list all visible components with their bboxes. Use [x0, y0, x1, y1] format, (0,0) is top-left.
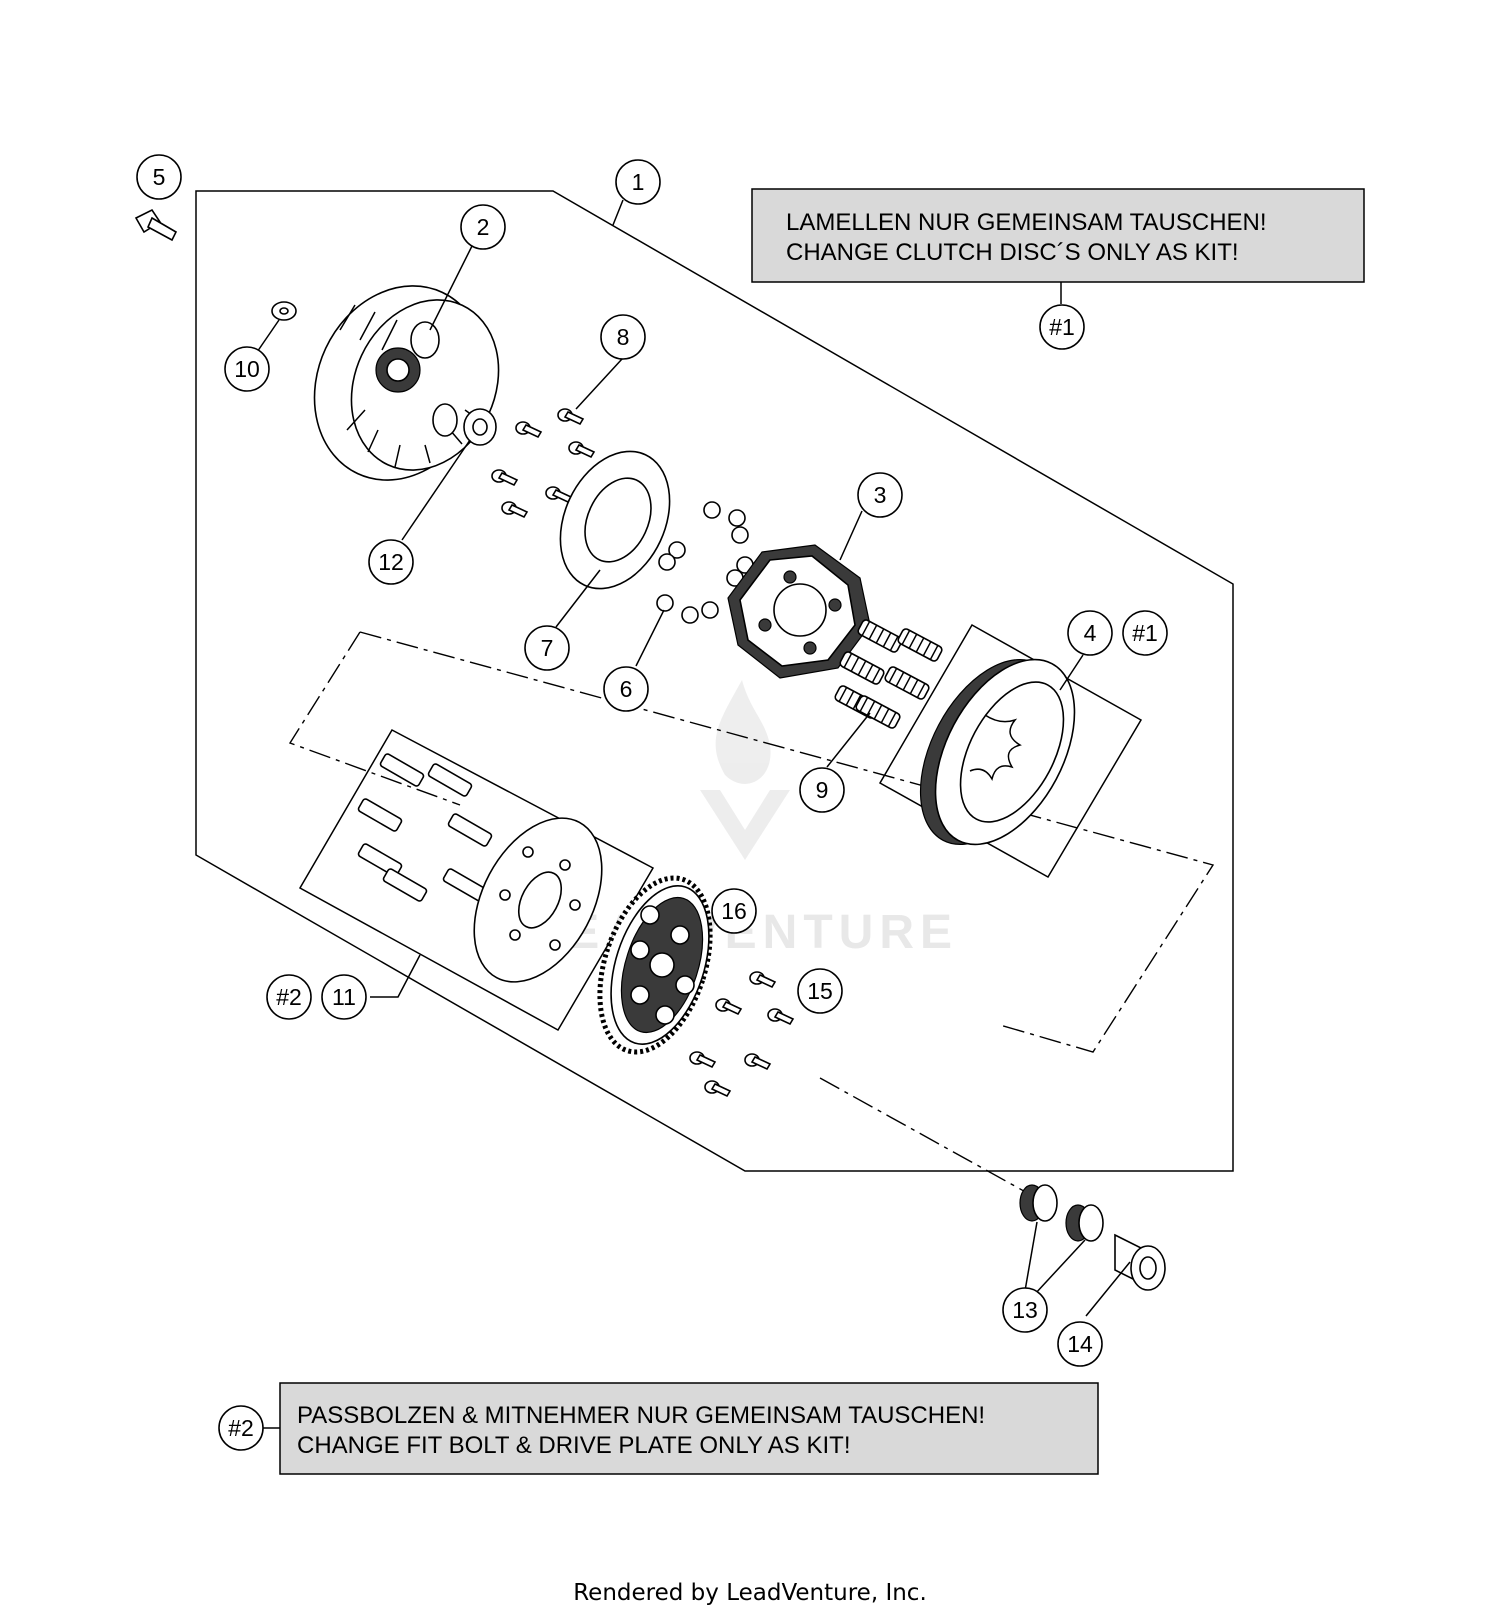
- svg-text:10: 10: [234, 356, 260, 382]
- callout-kit2-ref[interactable]: #2: [218, 1405, 264, 1451]
- flame-icon: [715, 680, 771, 784]
- svg-text:14: 14: [1067, 1331, 1093, 1357]
- axis-dashline: [819, 1077, 1041, 1201]
- svg-text:11: 11: [332, 984, 356, 1010]
- kit-2-note-line1: PASSBOLZEN & MITNEHMER NUR GEMEINSAM TAU…: [297, 1402, 985, 1429]
- svg-text:15: 15: [807, 978, 833, 1004]
- balls-part-6: [656, 501, 754, 624]
- svg-text:2: 2: [477, 214, 490, 240]
- fit-bolts-part-11: [357, 753, 493, 902]
- callout-6[interactable]: 6: [603, 666, 649, 712]
- clutch-discs-part-4: [919, 658, 1076, 846]
- clutch-basket-part-2: [313, 285, 500, 481]
- svg-text:6: 6: [620, 676, 633, 702]
- callout-12[interactable]: 12: [368, 539, 414, 585]
- assembly-dashline-left: [288, 631, 461, 806]
- callout-5[interactable]: 5: [136, 154, 182, 200]
- callout-14[interactable]: 14: [1057, 1321, 1103, 1367]
- springs-part-9: [834, 619, 943, 729]
- kit-4-outline: [878, 623, 1143, 879]
- svg-text:7: 7: [541, 635, 554, 661]
- callout-1[interactable]: 1: [615, 159, 661, 205]
- bearings-part-13: [1019, 1184, 1104, 1242]
- svg-text:#1: #1: [1132, 620, 1158, 646]
- callout-3[interactable]: 3: [857, 472, 903, 518]
- bolt-part-5: [134, 208, 178, 242]
- svg-text:13: 13: [1012, 1297, 1038, 1323]
- callout-11[interactable]: 11: [321, 974, 367, 1020]
- kit-1-note: LAMELLEN NUR GEMEINSAM TAUSCHEN! CHANGE …: [751, 188, 1365, 283]
- svg-text:4: 4: [1084, 620, 1097, 646]
- callout-10[interactable]: 10: [224, 346, 270, 392]
- callout-9[interactable]: 9: [799, 767, 845, 813]
- pressure-plate-part-7: [559, 450, 671, 590]
- logo-v-icon: [700, 790, 790, 860]
- callout-7[interactable]: 7: [524, 625, 570, 671]
- callout-kit1-ref[interactable]: #1: [1039, 304, 1085, 350]
- svg-text:12: 12: [378, 549, 404, 575]
- callout-13[interactable]: 13: [1002, 1287, 1048, 1333]
- kit-2-note: PASSBOLZEN & MITNEHMER NUR GEMEINSAM TAU…: [279, 1382, 1099, 1475]
- clutch-hub-part-3: [727, 544, 871, 679]
- gear-part-16: [597, 875, 713, 1055]
- callout-ref-4[interactable]: #1: [1122, 610, 1168, 656]
- callout-4[interactable]: 4: [1067, 610, 1113, 656]
- kit-1-note-line2: CHANGE CLUTCH DISC´S ONLY AS KIT!: [786, 239, 1239, 266]
- svg-text:5: 5: [153, 164, 166, 190]
- footer-credit: Rendered by LeadVenture, Inc.: [573, 1580, 927, 1606]
- svg-text:#1: #1: [1049, 314, 1075, 340]
- svg-text:9: 9: [816, 777, 829, 803]
- callouts: 1 2 3 4 #1 5 6 7 8 9 10 11 #2 12 13 14 1…: [136, 154, 1168, 1451]
- screws-part-8: [491, 408, 596, 519]
- screws-part-15: [689, 971, 795, 1098]
- svg-text:#2: #2: [228, 1415, 254, 1441]
- callout-15[interactable]: 15: [797, 968, 843, 1014]
- svg-text:8: 8: [617, 324, 630, 350]
- callout-16[interactable]: 16: [711, 888, 757, 934]
- svg-text:3: 3: [874, 482, 887, 508]
- svg-text:#2: #2: [276, 984, 302, 1010]
- assembly-dashline: [359, 631, 1215, 1053]
- callout-ref-11[interactable]: #2: [266, 974, 312, 1020]
- svg-text:16: 16: [721, 898, 747, 924]
- drive-plate-part-11: [473, 817, 603, 983]
- kit-1-note-line1: LAMELLEN NUR GEMEINSAM TAUSCHEN!: [786, 209, 1267, 236]
- kit-1-outline: [195, 190, 1234, 1172]
- kit-2-note-line2: CHANGE FIT BOLT & DRIVE PLATE ONLY AS KI…: [297, 1432, 851, 1459]
- callout-8[interactable]: 8: [600, 314, 646, 360]
- callout-2[interactable]: 2: [460, 204, 506, 250]
- bushing-part-14: [1114, 1233, 1166, 1291]
- svg-text:1: 1: [632, 169, 645, 195]
